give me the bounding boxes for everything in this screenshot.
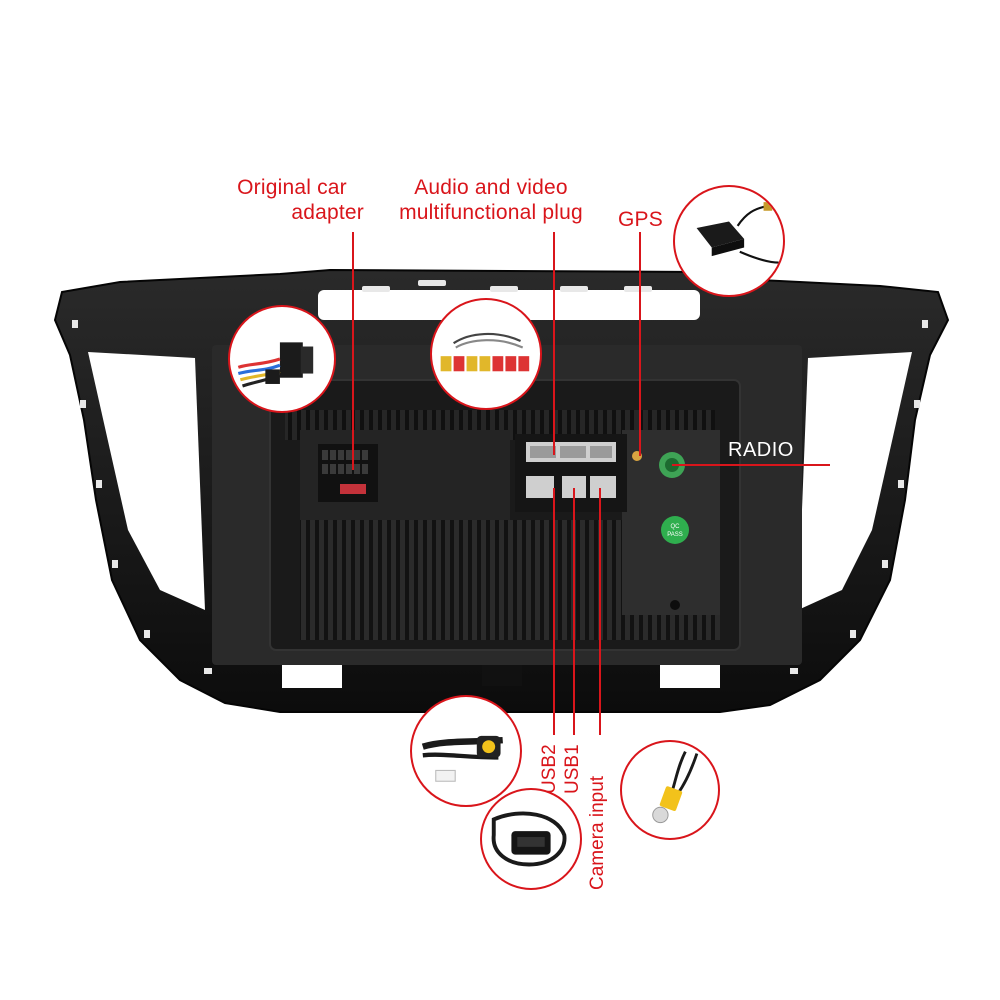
- multi-connector-block: [515, 434, 627, 512]
- av-plug-line1: Audio and video: [414, 176, 568, 199]
- qc-badge-text: QC: [671, 524, 681, 530]
- rca-plug-icon: [652, 750, 699, 824]
- camera-rca-inset: [620, 740, 720, 840]
- qc-badge-text-2: PASS: [667, 532, 683, 538]
- head-unit-chassis: [212, 345, 802, 665]
- usb1-label: USB1: [562, 744, 583, 794]
- harness-icon: [237, 342, 314, 388]
- camera-input-label: Camera input: [587, 775, 608, 890]
- usb2-label: USB2: [539, 744, 560, 794]
- usb-plug-icon: [491, 811, 567, 867]
- gps-label: GPS: [618, 208, 663, 231]
- usb-plug-inset: [480, 788, 582, 890]
- original-car-adapter-line2: adapter: [291, 201, 364, 224]
- rca-cables-icon: [440, 332, 530, 372]
- callout-lines: [352, 232, 830, 735]
- rca-cable-inset: [430, 298, 542, 410]
- radio-label: RADIO: [728, 439, 794, 461]
- usb-cable-icon: [421, 735, 503, 782]
- car-adapter-connector: [318, 444, 378, 502]
- gps-antenna-inset: [673, 185, 785, 297]
- av-plug-line2: multifunctional plug: [399, 201, 583, 224]
- av-plug-label: Audio and video multifunctional plug: [376, 175, 606, 225]
- gps-antenna-icon: [696, 202, 779, 264]
- original-car-adapter-line1: Original car: [237, 176, 347, 199]
- original-car-adapter-label: Original car adapter: [220, 175, 364, 225]
- usb-cable-inset: [410, 695, 522, 807]
- wiring-harness-inset: [228, 305, 336, 413]
